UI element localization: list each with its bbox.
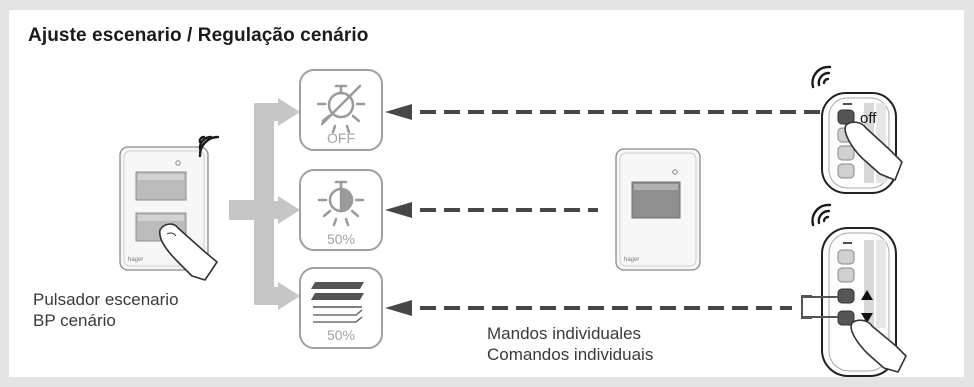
pushbutton-label: Pulsador escenario BP cenário (33, 289, 179, 331)
remotes-label-line1: Mandos individuales (487, 324, 642, 343)
scene-box-blinds: 50% (299, 267, 383, 349)
up-arrow-icon (861, 290, 873, 300)
finger-icon (158, 223, 218, 281)
scene-label-dim: 50% (327, 231, 355, 247)
dashed-arrows (385, 104, 820, 316)
dimmed-light-icon (317, 180, 365, 227)
scene-label-off: OFF (327, 130, 355, 146)
dashed-arrow-bottom (385, 300, 792, 316)
center-device-brand: hager (624, 257, 639, 263)
remote-bottom (801, 203, 907, 377)
pushbutton-label-line2: BP cenário (33, 311, 116, 330)
blinds-icon (311, 282, 364, 323)
remotes-label-line2: Comandos individuais (487, 345, 654, 364)
scene-label-blinds: 50% (327, 327, 355, 343)
remote-top: off (811, 65, 903, 194)
remotes-label: Mandos individuales Comandos individuais (487, 323, 653, 365)
pushbutton-label-line1: Pulsador escenario (33, 290, 179, 309)
signal-icon (198, 135, 220, 158)
scene-pushbutton-device: hager (119, 135, 220, 281)
remote-bottom-signal-icon (811, 203, 832, 227)
down-arrow-icon (861, 313, 873, 323)
dashed-arrow-middle (385, 202, 598, 218)
branch-arrows (229, 98, 300, 310)
center-pushbutton-device: hager (615, 148, 701, 271)
remote-off-label: off (860, 110, 877, 127)
remote-top-signal-icon (811, 65, 832, 89)
diagram-title: Ajuste escenario / Regulação cenário (28, 25, 369, 46)
dashed-arrow-top (385, 104, 820, 120)
light-off-icon (316, 84, 366, 134)
scene-box-dim: 50% (299, 169, 383, 251)
scene-box-off: OFF (299, 69, 383, 151)
pushbutton-brand: hager (128, 257, 143, 263)
